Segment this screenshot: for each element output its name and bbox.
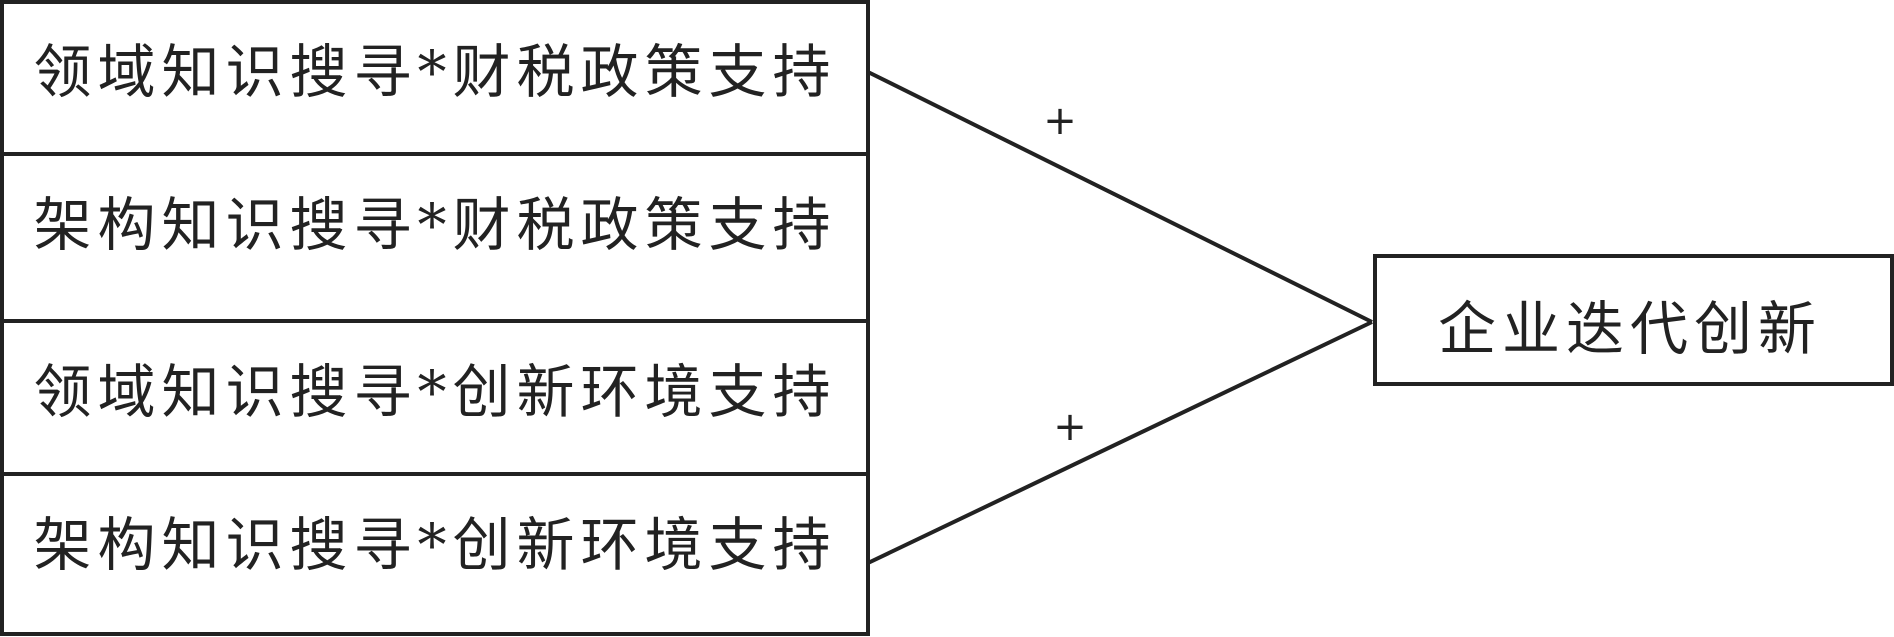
outcome-box <box>1373 254 1894 386</box>
lower-connector-line <box>867 320 1373 565</box>
left-box-4 <box>0 472 870 636</box>
left-box-1 <box>0 0 870 156</box>
left-box-2 <box>0 152 870 323</box>
left-box-3-label: 领域知识搜寻*创新环境支持 <box>33 358 836 426</box>
left-box-4-label: 架构知识搜寻*创新环境支持 <box>33 511 836 579</box>
lower-effect-sign: + <box>1053 404 1087 450</box>
left-box-2-label: 架构知识搜寻*财税政策支持 <box>33 191 836 259</box>
upper-connector-line <box>867 70 1373 324</box>
left-box-3 <box>0 319 870 476</box>
outcome-label: 企业迭代创新 <box>1438 295 1822 363</box>
upper-effect-sign: + <box>1043 98 1077 144</box>
left-box-stack <box>0 0 870 636</box>
left-box-1-label: 领域知识搜寻*财税政策支持 <box>33 38 836 106</box>
